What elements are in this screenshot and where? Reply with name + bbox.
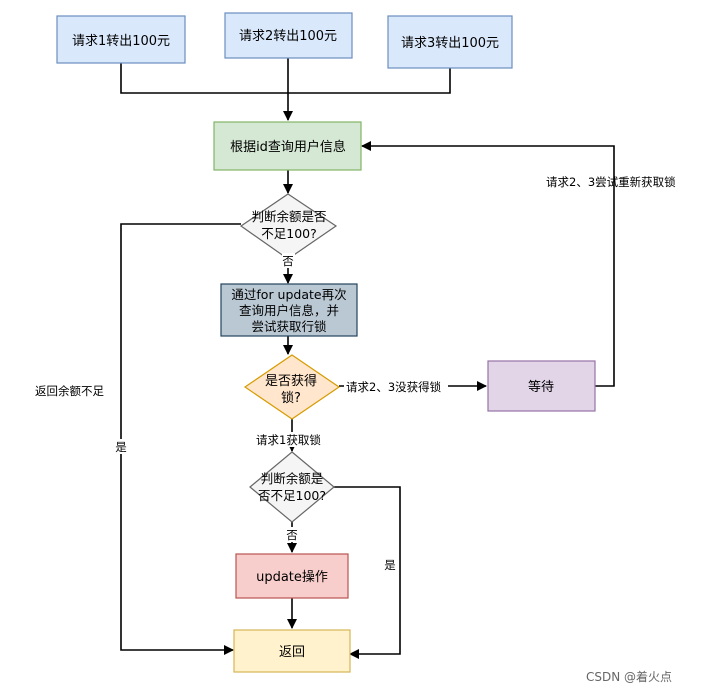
- edge-req1-merge: [120, 63, 288, 94]
- edge-label-got-lock: 请求1获取锁: [256, 433, 321, 447]
- node-check1-label-1: 判断余额是否: [251, 209, 326, 224]
- node-req1: 请求1转出100元: [56, 15, 186, 64]
- node-req2: 请求2转出100元: [224, 12, 353, 59]
- node-forupdate-label-3: 尝试获取行锁: [251, 319, 327, 334]
- node-return-label: 返回: [279, 645, 305, 660]
- node-lock-label-1: 是否获得: [265, 373, 317, 389]
- node-return: 返回: [233, 629, 351, 673]
- node-check2: 判断余额是 否不足100?: [249, 451, 335, 523]
- node-query: 根据id查询用户信息: [213, 121, 362, 171]
- node-forupdate-label-1: 通过for update再次: [231, 287, 346, 302]
- node-check1-label-2: 不足100?: [261, 226, 317, 241]
- node-wait-label: 等待: [528, 379, 554, 395]
- edge-check1-return: [120, 223, 241, 655]
- node-req3-label: 请求3转出100元: [401, 36, 499, 51]
- edge-label-yes-2: 是: [384, 558, 396, 572]
- node-check2-label-1: 判断余额是: [261, 471, 324, 486]
- edge-label-no-1: 否: [282, 254, 294, 268]
- node-check2-label-2: 否不足100?: [258, 488, 326, 503]
- node-forupdate-label-2: 查询用户信息，并: [239, 303, 339, 318]
- node-forupdate: 通过for update再次 查询用户信息，并 尝试获取行锁: [220, 283, 358, 337]
- edge-label-yes-1: 是: [115, 440, 127, 454]
- node-wait: 等待: [487, 360, 596, 412]
- node-lock: 是否获得 锁?: [243, 354, 341, 420]
- node-lock-label-2: 锁?: [281, 390, 301, 406]
- node-req1-label: 请求1转出100元: [72, 34, 170, 49]
- node-req3: 请求3转出100元: [387, 15, 513, 69]
- node-update-label: update操作: [256, 569, 328, 585]
- watermark: CSDN @着火点: [586, 669, 672, 684]
- edge-label-no-2: 否: [286, 528, 298, 542]
- edges: [120, 58, 615, 659]
- edge-check2-return: [334, 486, 401, 659]
- edge-label-return-insufficient: 返回余额不足: [35, 384, 104, 398]
- edge-wait-query: [361, 141, 615, 387]
- node-query-label: 根据id查询用户信息: [230, 139, 346, 155]
- edge-labels: 否 否 是 是 返回余额不足 请求2、3没获得锁 请求1获取锁 请求2、3尝试重…: [35, 175, 676, 572]
- edge-label-retry: 请求2、3尝试重新获取锁: [546, 175, 676, 189]
- edge-req3-merge: [288, 68, 451, 94]
- edge-label-no-lock: 请求2、3没获得锁: [346, 380, 442, 394]
- node-check1: 判断余额是否 不足100?: [239, 193, 338, 260]
- node-req2-label: 请求2转出100元: [239, 29, 337, 44]
- node-update: update操作: [235, 553, 349, 599]
